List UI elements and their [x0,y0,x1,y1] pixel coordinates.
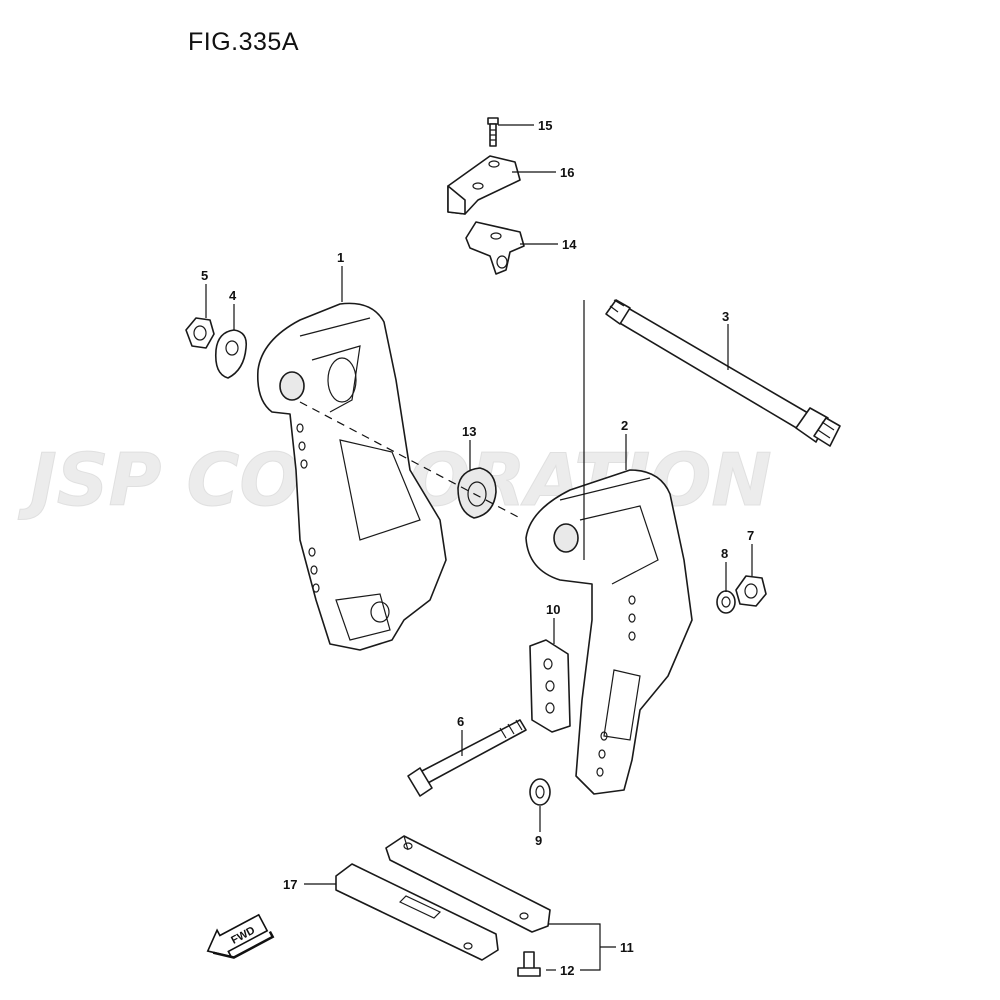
callout-16: 16 [560,165,574,180]
callout-labels: 15 16 14 1 5 4 3 2 13 7 8 10 6 9 17 11 1… [201,118,754,978]
part-8-washer[interactable] [716,590,736,614]
fwd-arrow-icon: FWD [206,913,275,959]
callout-5: 5 [201,268,208,283]
callout-6: 6 [457,714,464,729]
part-6-through-bolt[interactable] [407,719,527,797]
part-12-screw[interactable] [517,951,541,977]
callout-8: 8 [721,546,728,561]
part-7-nut[interactable] [735,575,767,607]
part-9-washer[interactable] [529,778,551,806]
part-10-plate[interactable] [529,639,571,733]
callout-17: 17 [283,877,297,892]
part-13-bushing[interactable] [457,467,497,519]
callout-13: 13 [462,424,476,439]
callout-9: 9 [535,833,542,848]
callout-4: 4 [229,288,237,303]
callout-2: 2 [621,418,628,433]
part-11-spacer-bar[interactable] [385,835,551,933]
part-2-clamp-bracket[interactable] [525,469,693,795]
callout-12: 12 [560,963,574,978]
part-5-nut[interactable] [185,317,215,349]
part-15-bolt[interactable] [487,117,499,147]
leader-lines [205,124,753,971]
callout-15: 15 [538,118,552,133]
callout-11: 11 [620,940,634,955]
part-14-bracket[interactable] [465,221,525,275]
part-4-washer-plate[interactable] [214,329,248,379]
callout-7: 7 [747,528,754,543]
part-1-clamp-bracket[interactable] [256,302,447,651]
part-3-tilt-shaft[interactable] [605,299,841,447]
part-17-spacer-bar[interactable] [335,863,499,961]
callout-14: 14 [562,237,577,252]
figure-title: FIG.335A [188,28,299,56]
part-16-cover-plate[interactable] [447,155,521,215]
callout-10: 10 [546,602,560,617]
callout-3: 3 [722,309,729,324]
callout-1: 1 [337,250,344,265]
